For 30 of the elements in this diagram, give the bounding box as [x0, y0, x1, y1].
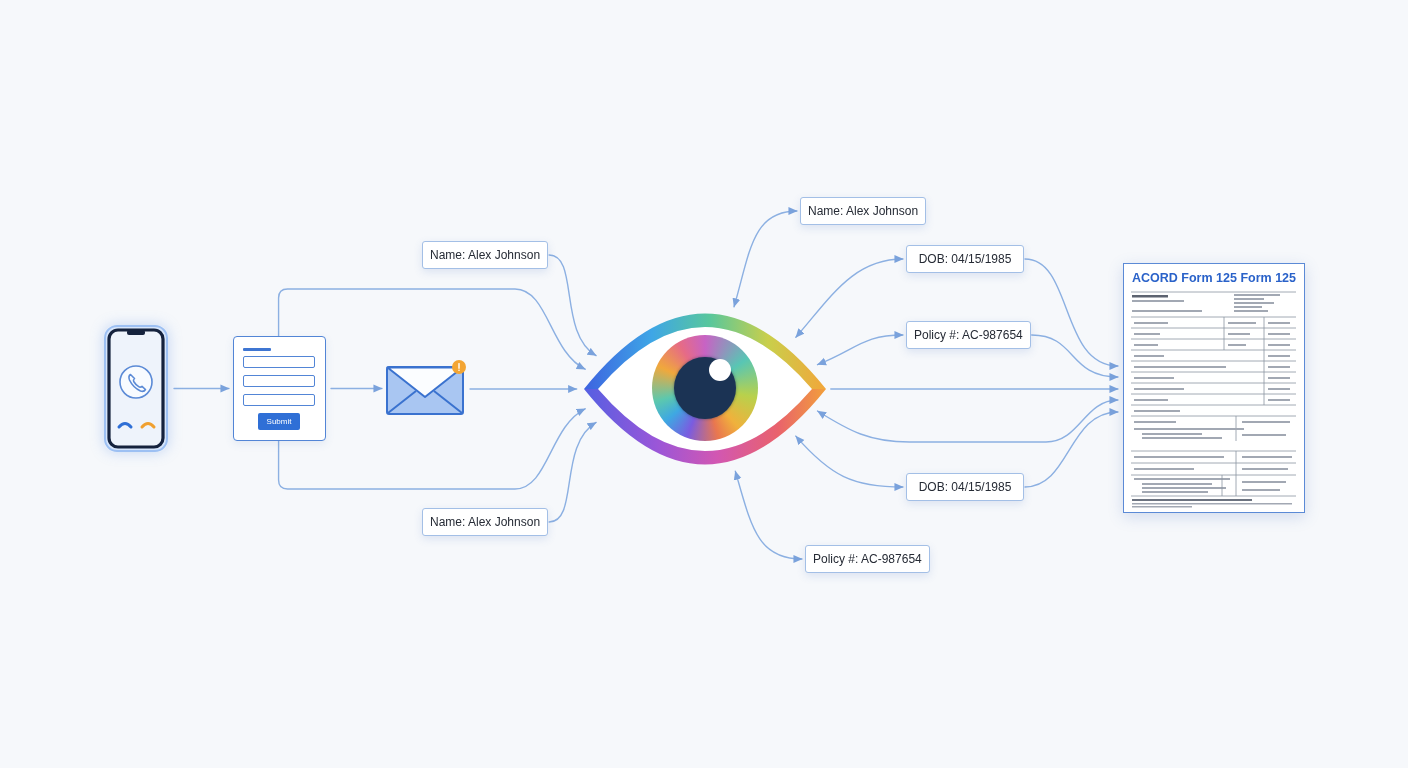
arrow: [173, 384, 230, 393]
arrow: [1024, 258, 1119, 369]
form-number: Form 125: [1240, 271, 1296, 285]
smartphone-icon: [104, 325, 168, 452]
field-value-box: Name: Alex Johnson: [422, 508, 549, 536]
field-value-box: DOB: 04/15/1985: [906, 473, 1024, 501]
arrow: [548, 254, 597, 357]
field-value-box: Name: Alex Johnson: [800, 197, 927, 225]
field-value-box: Name: Alex Johnson: [422, 241, 549, 269]
double-headed-arrow: [795, 435, 904, 491]
double-headed-arrow: [733, 470, 803, 563]
web-form-card: [233, 336, 326, 441]
field-value-box: DOB: 04/15/1985: [906, 245, 1024, 273]
submit-button: Submit: [258, 413, 300, 430]
arrow: [277, 408, 586, 490]
arrow: [469, 385, 578, 393]
arrow: [1031, 334, 1119, 381]
document-title: ACORD Form 125: [1132, 271, 1237, 285]
double-headed-arrow: [795, 255, 904, 338]
arrow: [330, 384, 383, 393]
field-value-box: Policy #: AC-987654: [906, 321, 1031, 349]
double-headed-arrow: [816, 396, 1119, 443]
arrow: [1024, 409, 1119, 488]
arrow: [548, 421, 597, 523]
eye-illustration: [584, 313, 826, 465]
arrow: [277, 288, 586, 370]
arrow: [830, 385, 1119, 393]
field-value-box: Policy #: AC-987654: [805, 545, 930, 573]
double-headed-arrow: [816, 331, 904, 366]
double-headed-arrow: [732, 207, 798, 308]
